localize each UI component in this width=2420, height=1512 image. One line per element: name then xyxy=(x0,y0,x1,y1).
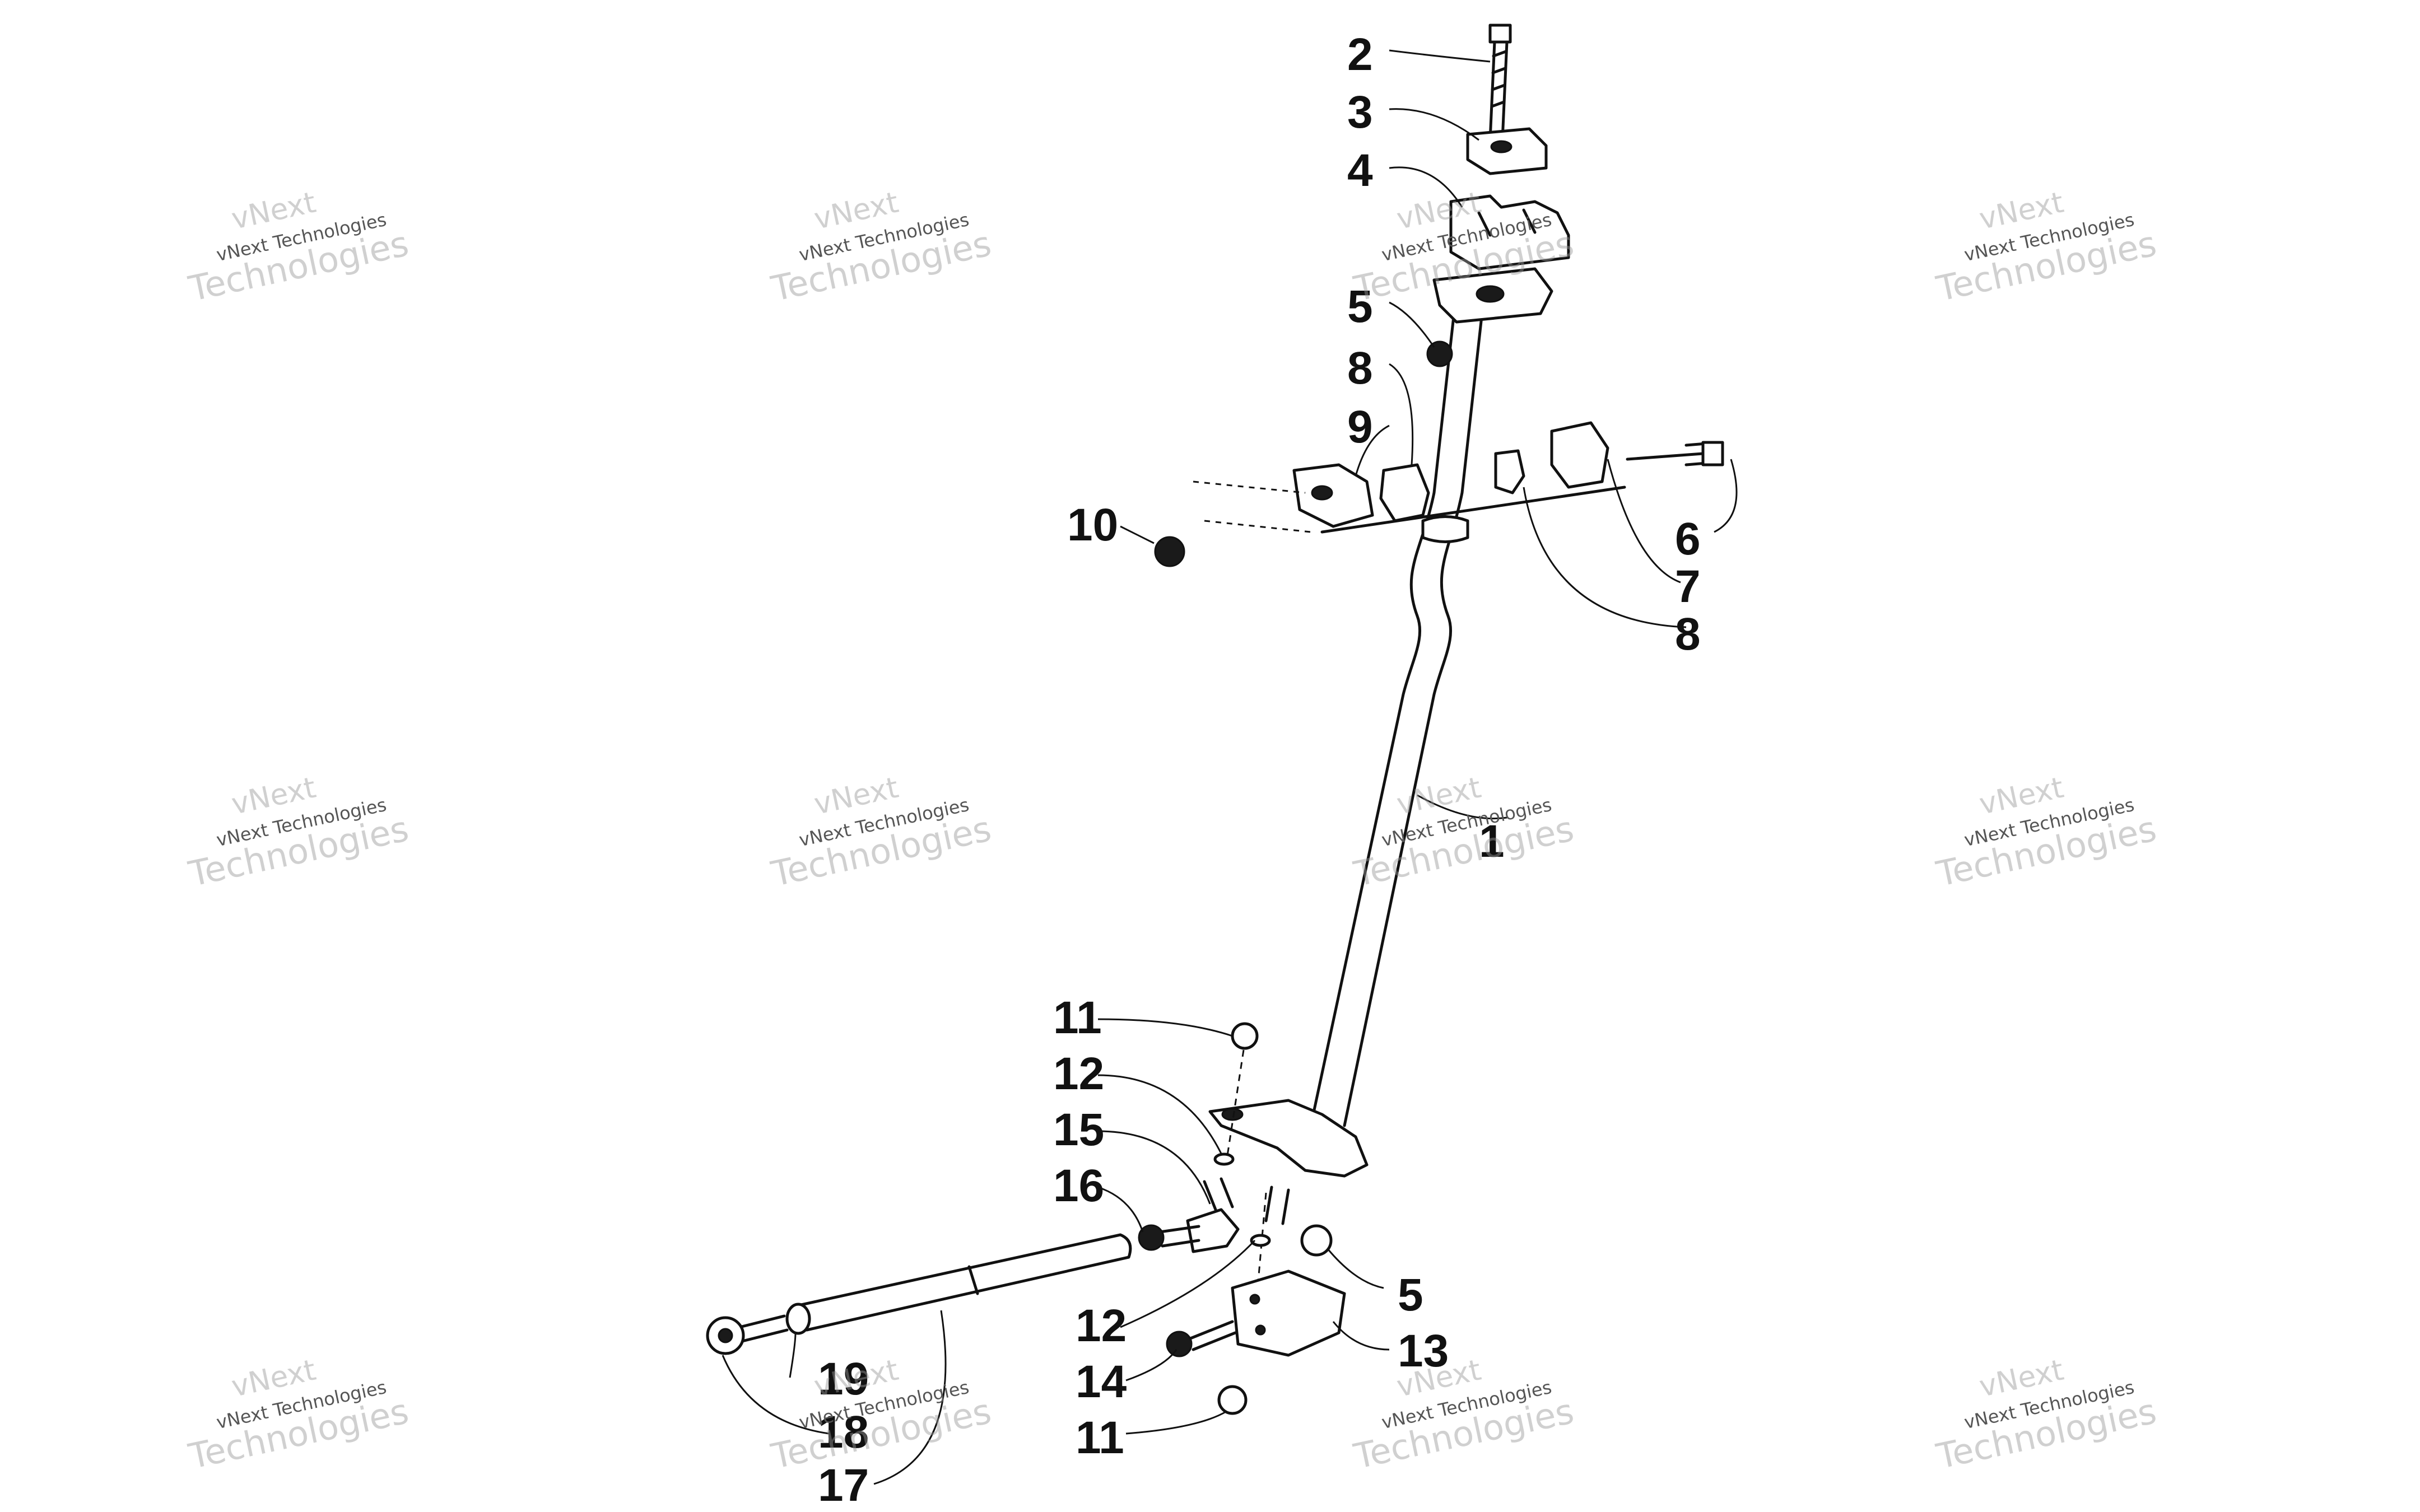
left-clamp xyxy=(1193,463,1430,533)
watermark-r3c3: vNext vNext Technologies Technologies xyxy=(1350,1354,1577,1477)
lower-nut-lower xyxy=(1217,1385,1248,1415)
lower-cap xyxy=(1432,194,1570,324)
watermark-r1c2: vNext vNext Technologies Technologies xyxy=(767,186,995,310)
callout-15: 15 xyxy=(1053,1104,1104,1155)
callout-3: 3 xyxy=(1347,87,1373,138)
left-nut xyxy=(1154,536,1185,567)
mounting-bracket xyxy=(1231,1270,1346,1357)
watermark-r2c1: vNext vNext Technologies Technologies xyxy=(185,771,412,895)
callout-16: 16 xyxy=(1053,1160,1104,1211)
callout-5-lower: 5 xyxy=(1398,1270,1423,1320)
steering-post-shaft xyxy=(1309,290,1486,1127)
watermark-r3c4: vNext vNext Technologies Technologies xyxy=(1933,1354,2160,1477)
right-clamp xyxy=(1320,421,1724,534)
watermark-r1c1: vNext vNext Technologies Technologies xyxy=(185,186,412,310)
rod-end xyxy=(706,1303,811,1355)
parts-drawing xyxy=(706,24,1724,1415)
callout-4: 4 xyxy=(1347,145,1373,196)
steering-arm xyxy=(1208,1099,1369,1225)
lower-nut-upper xyxy=(1231,1022,1259,1050)
callout-19: 19 xyxy=(818,1354,869,1404)
upper-cap xyxy=(1466,127,1548,175)
tie-rod-end xyxy=(1138,1177,1240,1253)
callout-11-lower: 11 xyxy=(1076,1412,1124,1463)
watermark-r1c4: vNext vNext Technologies Technologies xyxy=(1933,186,2160,310)
callout-numbers: 1 2 3 4 5 8 9 10 6 7 8 11 12 15 16 5 12 … xyxy=(818,29,1701,1511)
washer-lower xyxy=(1250,1234,1271,1247)
watermark-grid: vNext vNext Technologies Technologies vN… xyxy=(185,186,2160,1477)
callout-9: 9 xyxy=(1347,402,1373,452)
callout-12-upper: 12 xyxy=(1053,1048,1104,1099)
watermark-r2c2: vNext vNext Technologies Technologies xyxy=(767,771,995,895)
callout-7: 7 xyxy=(1675,561,1701,612)
callout-13: 13 xyxy=(1398,1326,1449,1376)
bracket-bolt xyxy=(1166,1320,1237,1357)
callout-5-upper: 5 xyxy=(1347,281,1373,332)
callout-12-lower: 12 xyxy=(1076,1300,1127,1351)
washer-upper xyxy=(1213,1152,1235,1166)
upper-nut xyxy=(1426,340,1453,367)
callout-1: 1 xyxy=(1479,816,1505,867)
watermark-r2c4: vNext vNext Technologies Technologies xyxy=(1933,771,2160,895)
callout-14: 14 xyxy=(1076,1356,1127,1407)
callout-8-lower: 8 xyxy=(1675,609,1701,660)
callout-11-upper: 11 xyxy=(1053,992,1102,1043)
leader-lines xyxy=(722,49,1738,1485)
watermark-r3c2: vNext vNext Technologies Technologies xyxy=(767,1354,995,1477)
watermark-r3c1: vNext vNext Technologies Technologies xyxy=(185,1354,412,1477)
lower-nut-5 xyxy=(1300,1224,1333,1257)
callout-8-upper: 8 xyxy=(1347,343,1373,394)
callout-17: 17 xyxy=(818,1460,869,1511)
callout-18: 18 xyxy=(818,1407,869,1458)
callout-6: 6 xyxy=(1675,514,1701,564)
callout-10: 10 xyxy=(1067,500,1118,550)
top-bolt xyxy=(1488,24,1512,142)
callout-2: 2 xyxy=(1347,29,1373,80)
